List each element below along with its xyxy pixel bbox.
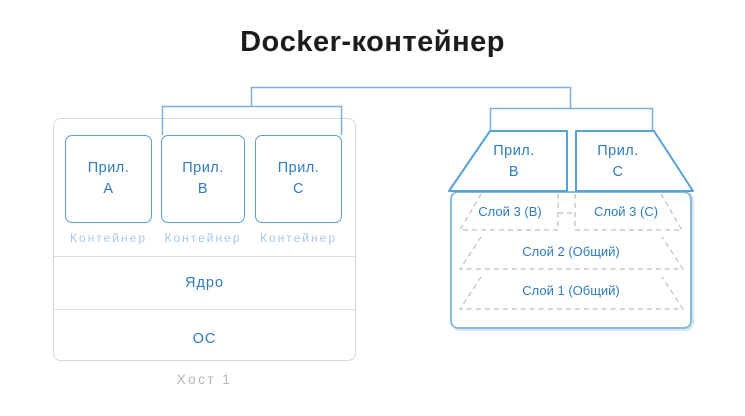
app-box-c: Прил. C [255,135,342,223]
app-letter: C [293,181,304,197]
layer-1-label: Слой 1 (Общий) [522,283,620,298]
host-divider [54,309,355,310]
app-letter: B [197,181,209,197]
app-name: Прил. [182,160,224,176]
host-label: Хост 1 [176,372,233,387]
app-letter: C [612,164,624,180]
os-row-label: ОС [192,331,217,347]
app-box-b: Прил. B [161,135,245,223]
layer-3c-label: Слой 3 (C) [593,204,659,219]
host-divider [54,256,355,257]
layer-2-label: Слой 2 (Общий) [522,244,620,259]
layer-3b-label: Слой 3 (B) [478,204,542,219]
app-name: Прил. [493,143,535,159]
layers-app-label-c: Прил. C [568,141,668,183]
kernel-row-label: Ядро [184,275,225,291]
bracket-right-connector [489,107,654,130]
app-letter: B [508,164,520,180]
container-label-a: Контейнер [69,231,147,245]
diagram-title: Docker-контейнер [240,26,505,58]
app-name: Прил. [277,160,320,176]
app-box-a: Прил. A [65,135,152,223]
app-name: Прил. [597,143,639,159]
layers-app-label-b: Прил. B [464,141,564,183]
container-label-b: Контейнер [164,231,242,245]
container-label-c: Контейнер [259,231,337,245]
app-letter: A [103,181,114,197]
bracket-top-connector [250,86,572,108]
app-name: Прил. [87,160,130,176]
